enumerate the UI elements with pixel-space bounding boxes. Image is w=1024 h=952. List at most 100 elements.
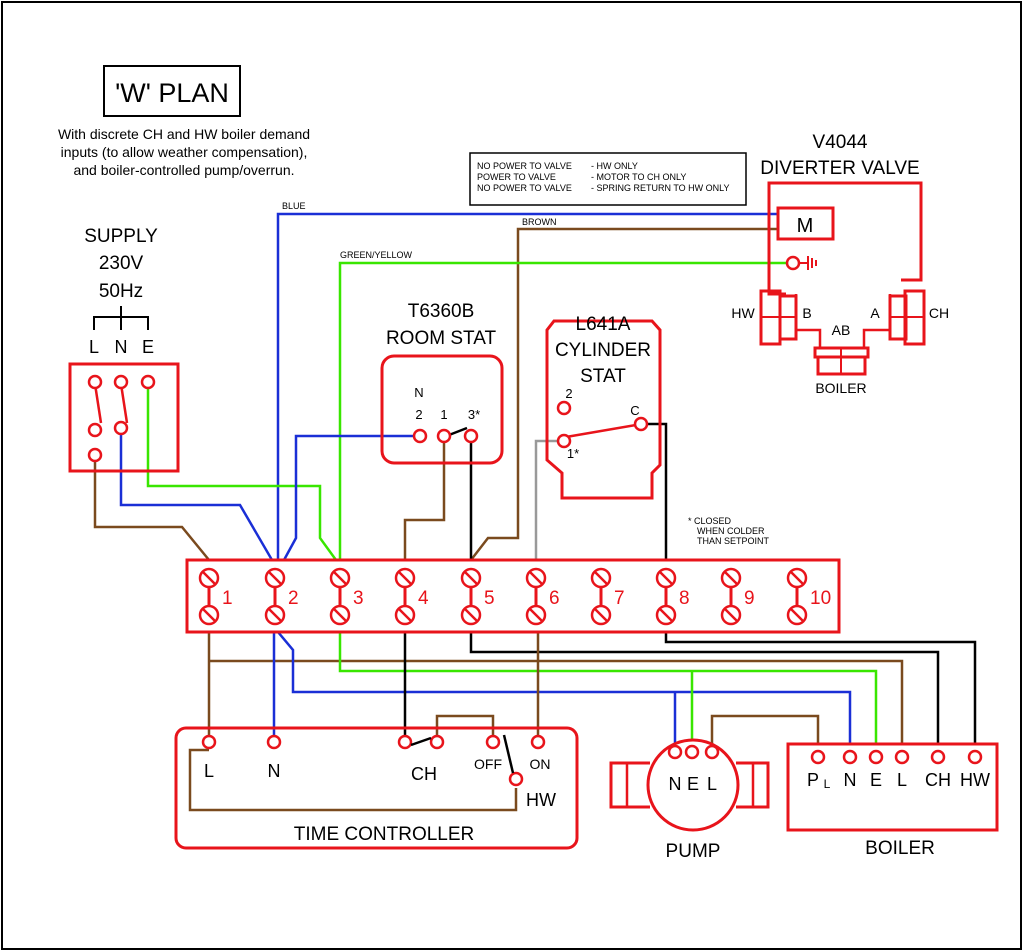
tc-label-hw: HW <box>526 790 556 810</box>
junction-screw-top-6-slot <box>529 571 543 585</box>
legend-line-3-state: NO POWER TO VALVE <box>477 183 572 193</box>
tc-hw-switch <box>502 734 515 774</box>
supply-live-wire <box>93 455 210 561</box>
tc-internal-live-loop <box>188 748 518 812</box>
valve-motor-label: M <box>797 215 814 237</box>
isolator-live-in <box>87 374 103 390</box>
legend-line-1-result: - HW ONLY <box>591 161 638 171</box>
title-frame <box>103 65 241 117</box>
cylinder-stat-pin-c <box>633 416 649 432</box>
valve-motor <box>776 206 835 241</box>
junction-screw-top-10-slot <box>790 571 804 585</box>
pump-pin-e <box>684 744 700 760</box>
cylinder-stat-model: L641A <box>576 314 631 335</box>
legend-frame <box>469 152 747 206</box>
valve-port-a: A <box>870 305 880 321</box>
boiler-label-hw: HW <box>960 770 990 790</box>
junction-terminal-number-6: 6 <box>549 588 560 609</box>
cylinder-stat-label-2: STAT <box>580 366 626 387</box>
boiler-label-p-subscript: L <box>824 777 831 791</box>
blue-wire-valve <box>276 212 778 560</box>
junction-terminal-number-8: 8 <box>679 588 690 609</box>
room-stat-terminal-n: N <box>414 385 423 400</box>
cylinder-stat: L641A CYLINDER STAT 2 C 1* <box>545 314 662 500</box>
junction-screw-bottom-2-slot <box>268 608 282 622</box>
pump-label-e: E <box>687 774 699 794</box>
room-stat: T6360B ROOM STAT N 2 1 3* <box>380 301 504 465</box>
cylinder-stat-terminal-2: 2 <box>565 386 572 401</box>
junction-terminal-number-2: 2 <box>288 588 299 609</box>
note-line-2: WHEN COLDER <box>697 526 765 536</box>
legend-line-1-state: NO POWER TO VALVE <box>477 161 572 171</box>
junction-terminal-number-5: 5 <box>484 588 495 609</box>
pump-pin-l <box>704 744 720 760</box>
time-controller-box <box>174 726 579 850</box>
isolator-live-mid <box>87 422 103 438</box>
junction-screw-bottom-8-slot <box>659 608 673 622</box>
valve-legend: NO POWER TO VALVE - HW ONLY POWER TO VAL… <box>469 152 747 206</box>
pump-body <box>646 738 740 832</box>
tc-pin-hw-on <box>530 734 546 750</box>
closed-note: * CLOSED WHEN COLDER THAN SETPOINT <box>688 516 770 546</box>
boiler-pin-ch <box>930 749 946 765</box>
boiler-label: BOILER <box>865 838 935 859</box>
wire-label-green-yellow: GREEN/YELLOW <box>340 250 413 260</box>
note-line-1: * CLOSED <box>688 516 732 526</box>
plan-description-line-2: inputs (to allow weather compensation), <box>61 144 308 160</box>
boiler-label-l: L <box>897 770 907 790</box>
cylinder-stat-pin-2 <box>556 400 572 416</box>
room-stat-model: T6360B <box>408 301 475 322</box>
supply-voltage: 230V <box>99 253 144 274</box>
valve-port-ab: AB <box>832 322 851 338</box>
supply-earth-wire <box>146 382 338 561</box>
diverter-valve: V4044 DIVERTER VALVE M HW B A CH AB BOIL… <box>731 132 949 396</box>
supply-neutral-wire <box>119 428 274 561</box>
boiler-hw-wire <box>664 632 977 744</box>
boiler-pin-pl <box>810 749 826 765</box>
junction-screw-top-1-slot <box>202 571 216 585</box>
junction-screw-top-8-slot <box>659 571 673 585</box>
supply-block: SUPPLY 230V 50Hz L N E <box>68 226 180 473</box>
room-stat-terminal-1: 1 <box>440 407 447 422</box>
junction-screw-bottom-6-slot <box>529 608 543 622</box>
time-controller-label: TIME CONTROLLER <box>294 824 475 845</box>
tc-pin-l <box>201 734 217 750</box>
isolator-switch-box <box>68 362 180 473</box>
room-stat-pin-1 <box>436 428 452 444</box>
wire-label-brown: BROWN <box>522 217 557 227</box>
boiler-box <box>786 742 999 832</box>
supply-terminal-n: N <box>115 337 128 357</box>
legend-line-2-result: - MOTOR TO CH ONLY <box>591 172 686 182</box>
cylinder-stat-box <box>545 319 662 500</box>
legend-line-3-result: - SPRING RETURN TO HW ONLY <box>591 183 730 193</box>
junction-screw-bottom-1-slot <box>202 608 216 622</box>
junction-screw-bottom-7-slot <box>594 608 608 622</box>
room-stat-terminal-2: 2 <box>415 407 422 422</box>
room-stat-box <box>380 354 504 465</box>
wires: BLUE BROWN GREEN/YELLOW <box>93 201 977 812</box>
tc-label-off: OFF <box>474 756 502 772</box>
pump-label-n: N <box>669 774 682 794</box>
junction-screw-top-4-slot <box>398 571 412 585</box>
neutral-bus-wire <box>277 631 852 744</box>
title-block: 'W' PLAN With discrete CH and HW boiler … <box>58 65 310 178</box>
junction-screw-top-3-slot <box>333 571 347 585</box>
supply-terminal-e: E <box>142 337 154 357</box>
boiler-label-ch: CH <box>925 770 951 790</box>
tc-pin-n <box>266 734 282 750</box>
junction-screw-top-7-slot <box>594 571 608 585</box>
room-stat-terminal-3: 3* <box>468 407 480 422</box>
junction-screw-bottom-10-slot <box>790 608 804 622</box>
time-controller: L N CH OFF ON HW TIME CONTROLLER <box>174 726 579 850</box>
tc-label-on: ON <box>530 756 551 772</box>
isolator-neutral-out <box>113 420 129 436</box>
valve-model: V4044 <box>813 132 868 153</box>
junction-screw-top-5-slot <box>464 571 478 585</box>
room-stat-switch-contact <box>448 426 468 437</box>
cylinder-stat-switch-arm <box>565 423 637 439</box>
valve-port-hw: HW <box>731 305 755 321</box>
valve-port-boiler: BOILER <box>815 380 866 396</box>
supply-terminal-l: L <box>89 337 99 357</box>
tc-label-n: N <box>268 761 281 781</box>
